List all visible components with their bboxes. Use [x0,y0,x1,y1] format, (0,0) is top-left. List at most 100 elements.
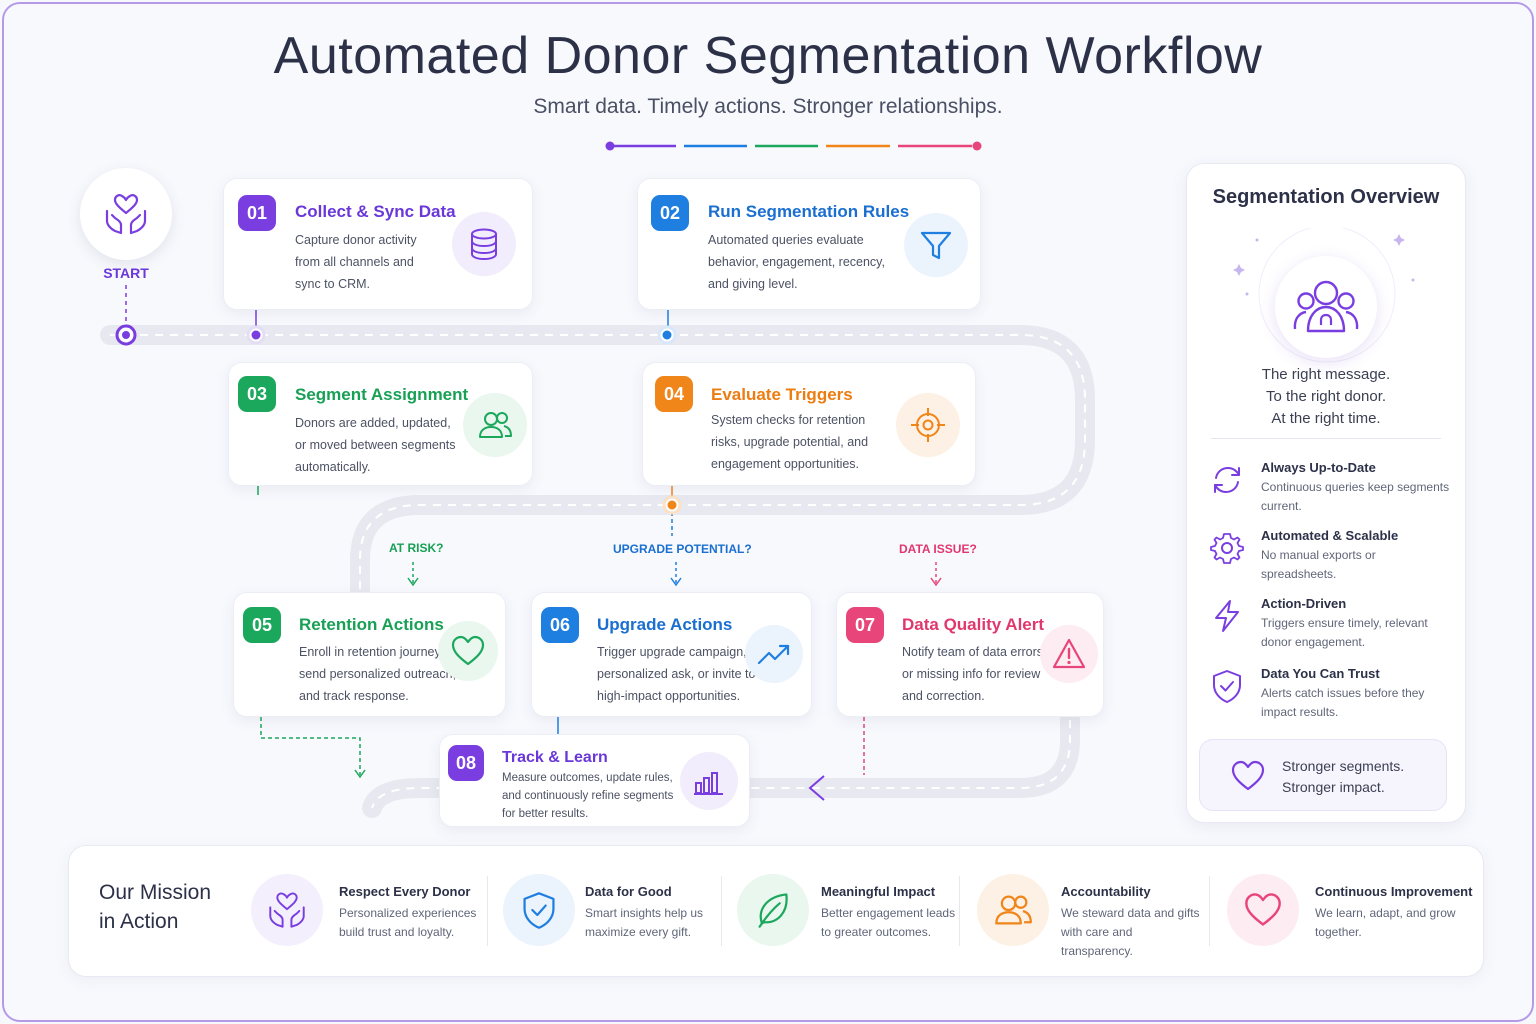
question-upgrade-potential: UPGRADE POTENTIAL? [607,539,758,559]
step-badge: 03 [238,376,276,412]
step-card-08[interactable]: 08 Track & Learn Measure outcomes, updat… [439,734,750,827]
step-icon [1040,625,1098,683]
step-badge: 04 [655,376,693,412]
question-data-issue: DATA ISSUE? [893,539,983,559]
mission-title: Our Mission in Action [99,881,212,933]
overview-message: The right message. To the right donor. A… [1261,366,1391,427]
mission-item-desc: We learn, adapt, and grow together. [1315,906,1456,939]
lightning-icon [1215,600,1239,632]
overview-item-automated: Automated & Scalable No manual exports o… [1187,528,1465,588]
step-icon [680,752,738,810]
mission-separator [721,876,722,946]
user-group-icon [1293,280,1359,333]
filter-icon [920,231,952,260]
step-card-03[interactable]: 03 Segment Assignment Donors are added, … [228,362,533,486]
sparkle-decoration [1233,228,1415,363]
step-icon [745,625,803,683]
overview-title: Segmentation Overview [1212,186,1440,208]
mission-item-desc: We steward data and gifts with care and … [1061,906,1200,958]
step-card-01[interactable]: 01 Collect & Sync Data Capture donor act… [223,178,533,310]
database-icon [471,228,497,261]
step-title: Run Segmentation Rules [708,202,910,221]
overview-footer-line: Stronger segments. [1282,758,1405,774]
mission-item-title: Accountability [1061,884,1151,899]
step-icon [452,212,516,276]
start-node [80,168,172,260]
overview-item-title: Always Up-to-Date [1261,460,1376,475]
shield-check-icon [523,892,555,929]
step-card-06[interactable]: 06 Upgrade Actions Trigger upgrade campa… [531,592,812,717]
overview-item-desc: No manual exports or spreadsheets. [1261,548,1376,581]
step-description: Measure outcomes, update rules,and conti… [502,772,674,820]
step-badge: 01 [238,195,276,231]
mission-item-title: Data for Good [585,884,672,899]
mission-item-desc: Personalized experiences build trust and… [339,906,477,939]
step-title: Track & Learn [502,749,608,766]
step-icon [904,213,968,277]
mission-item-desc: Better engagement leads to greater outco… [821,906,956,939]
segmentation-overview-panel: Segmentation Overview The right message.… [1186,163,1466,823]
mission-separator [959,876,960,946]
question-at-risk: AT RISK? [383,538,450,558]
overview-icon-circle [1275,256,1377,358]
overview-item-up-to-date: Always Up-to-Date Continuous queries kee… [1187,460,1465,520]
mission-item-title: Respect Every Donor [339,884,471,899]
leaf-icon [758,893,788,928]
step-badge: 06 [541,607,579,643]
mission-separator [487,876,488,946]
step-card-05[interactable]: 05 Retention Actions Enroll in retention… [233,592,506,717]
step-description: Enroll in retention journey,send persona… [299,645,457,703]
heart-icon [1231,760,1265,791]
mission-item-title: Meaningful Impact [821,884,936,899]
step-title: Data Quality Alert [902,615,1045,634]
step-badge: 07 [846,607,884,643]
step-title: Collect & Sync Data [295,202,456,221]
heart-hands-icon [105,194,147,235]
mission-item-desc: Smart insights help us maximize every gi… [585,906,704,939]
heart-icon [1245,893,1281,926]
bar-chart-icon [694,772,723,795]
mission-item-title: Continuous Improvement [1315,884,1473,899]
step-card-04[interactable]: 04 Evaluate Triggers System checks for r… [642,362,976,486]
target-icon [911,408,945,442]
overview-item-desc: Alerts catch issues before they impact r… [1261,686,1425,719]
users-icon [479,412,512,438]
trend-up-icon [757,644,790,665]
page-title: Automated Donor Segmentation Workflow [273,27,1263,85]
overview-item-desc: Triggers ensure timely, relevant donor e… [1261,616,1428,649]
step-badge: 05 [243,607,281,643]
step-title: Upgrade Actions [597,615,733,634]
warning-icon [1052,638,1086,669]
step-icon [896,393,960,457]
overview-item-trust: Data You Can Trust Alerts catch issues b… [1187,666,1465,726]
step-card-02[interactable]: 02 Run Segmentation Rules Automated quer… [637,178,981,310]
gear-icon [1210,533,1244,564]
step-badge: 02 [651,195,689,231]
users-icon [995,895,1032,925]
step-card-07[interactable]: 07 Data Quality Alert Notify team of dat… [836,592,1104,717]
mission-panel: Our Mission in Action Respect Every Dono… [68,845,1484,977]
step-badge: 08 [448,745,484,781]
overview-item-title: Action-Driven [1261,596,1347,611]
heart-hands-icon [269,892,305,928]
step-description: Trigger upgrade campaign,personalized as… [597,645,756,703]
start-label: START [103,265,149,281]
page-subtitle: Smart data. Timely actions. Stronger rel… [533,95,1003,118]
step-title: Segment Assignment [295,385,469,404]
mission-separator [1209,876,1210,946]
overview-footer: Stronger segments. Stronger impact. [1199,739,1447,811]
heart-icon [451,635,485,666]
overview-footer-line: Stronger impact. [1282,779,1385,795]
overview-item-desc: Continuous queries keep segments current… [1261,480,1450,513]
overview-item-title: Data You Can Trust [1261,666,1380,681]
step-icon [438,621,498,681]
refresh-icon [1214,466,1240,494]
step-icon [463,393,527,457]
accent-bar [605,141,982,151]
step-description: Donors are added, updated,or moved betwe… [295,416,456,474]
shield-check-icon [1213,670,1241,703]
overview-divider [1211,438,1441,439]
